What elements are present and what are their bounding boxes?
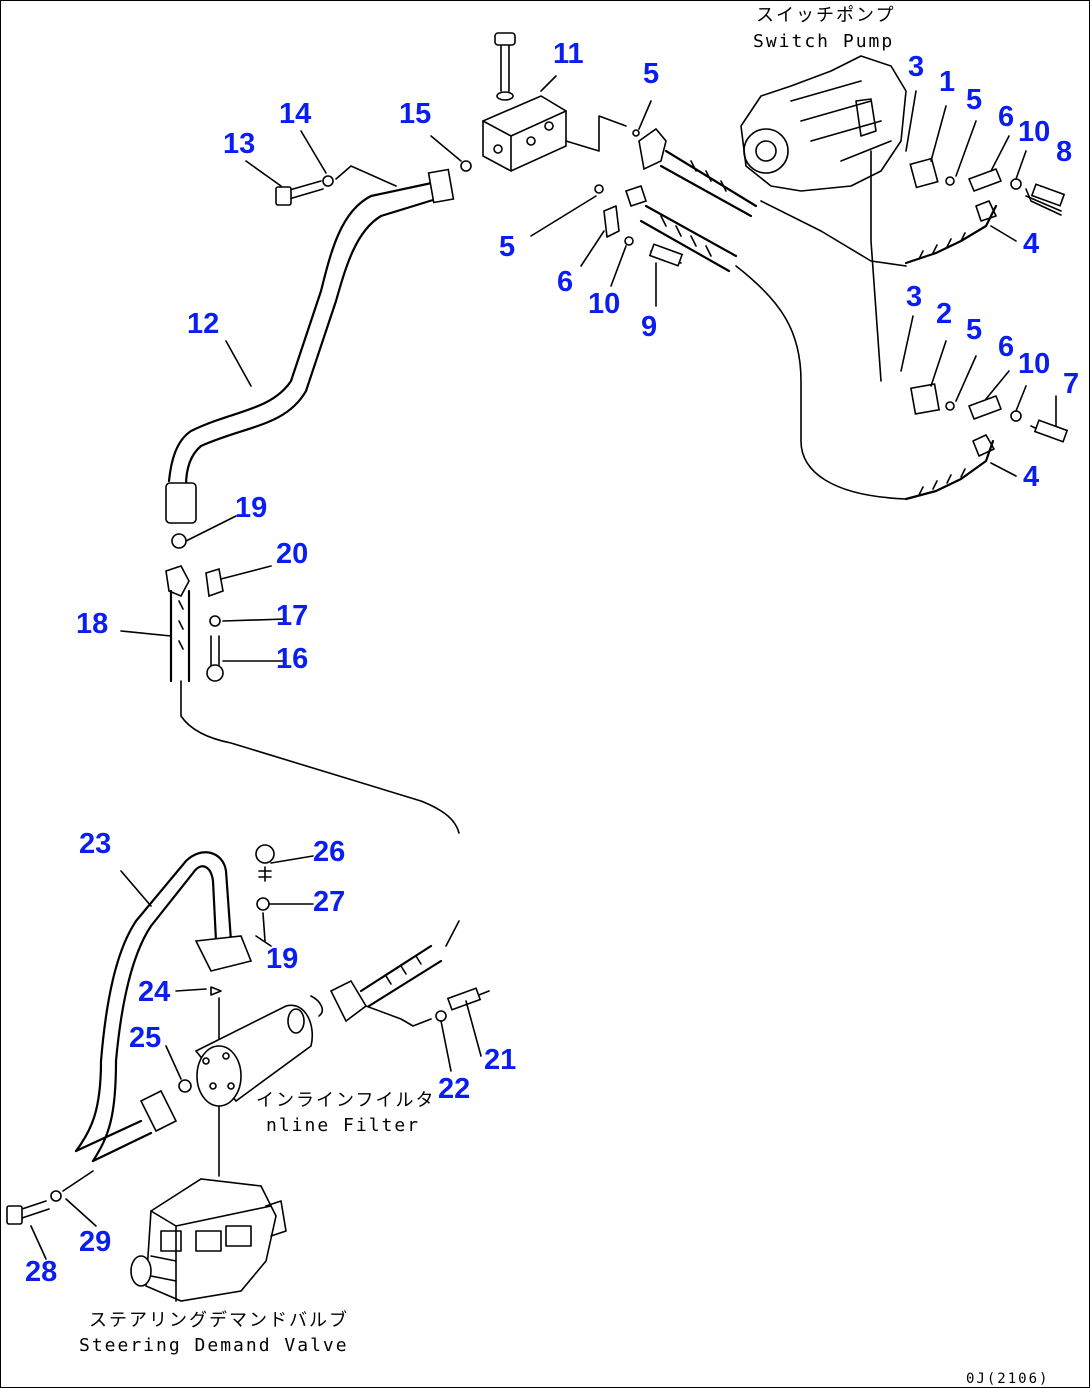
callout-12: 12 (187, 308, 219, 340)
callout-24: 24 (138, 976, 170, 1008)
callout-26: 26 (313, 836, 345, 868)
switch-pump-label-jp: スイッチポンプ (756, 5, 895, 26)
inline-filter-label-jp: インラインフイルタ (256, 1090, 435, 1111)
callout-29: 29 (79, 1226, 111, 1258)
callout-10: 10 (1018, 348, 1050, 380)
callout-22: 22 (438, 1073, 470, 1105)
callout-15: 15 (399, 98, 431, 130)
steering-valve-label-jp: ステアリングデマンドバルブ (89, 1309, 349, 1331)
bolt-7-icon (1033, 419, 1069, 443)
callout-4: 4 (1023, 461, 1039, 493)
callout-2: 2 (936, 298, 952, 330)
callout-9: 9 (641, 311, 657, 343)
callout-14: 14 (279, 98, 311, 130)
flange-2-icon (909, 383, 941, 415)
callout-6: 6 (557, 266, 573, 298)
switch-pump-drawing (740, 55, 907, 192)
steering-valve-drawing (130, 1178, 287, 1302)
callout-16: 16 (276, 643, 308, 675)
callout-19: 19 (235, 492, 267, 524)
diagram-code: 0J(2106) (966, 1371, 1049, 1387)
callout-21: 21 (484, 1044, 516, 1076)
bolt-9-icon (648, 243, 684, 267)
callout-17: 17 (276, 600, 308, 632)
callout-3: 3 (908, 51, 924, 83)
steering-valve-label-en: Steering Demand Valve (79, 1335, 349, 1356)
callout-6: 6 (998, 331, 1014, 363)
bolt-21-icon (446, 987, 482, 1011)
pipe-23-drawing (74, 851, 253, 1163)
callout-13: 13 (223, 128, 255, 160)
callout-8: 8 (1056, 136, 1072, 168)
callout-11: 11 (553, 38, 584, 70)
callout-28: 28 (25, 1256, 57, 1288)
callout-18: 18 (76, 608, 108, 640)
callout-5: 5 (966, 314, 982, 346)
inline-filter-drawing (194, 1004, 313, 1107)
callout-10: 10 (1018, 116, 1050, 148)
callout-23: 23 (79, 828, 111, 860)
callout-5: 5 (643, 58, 659, 90)
callout-27: 27 (313, 886, 345, 918)
callout-3: 3 (906, 281, 922, 313)
bolt-13-icon (275, 186, 292, 206)
callout-4: 4 (1023, 228, 1039, 260)
bolt-28-icon (6, 1205, 23, 1225)
pipe-12-drawing (165, 168, 455, 524)
inline-filter-label-en: nline Filter (266, 1115, 420, 1136)
flange-1-icon (909, 157, 939, 189)
callout-6: 6 (998, 101, 1014, 133)
callout-5: 5 (499, 231, 515, 263)
callout-10: 10 (588, 288, 620, 320)
callout-5: 5 (966, 84, 982, 116)
bolt-8-icon (1030, 183, 1066, 207)
block-11-icon (482, 95, 567, 172)
callout-19: 19 (266, 943, 298, 975)
callout-7: 7 (1063, 368, 1079, 400)
switch-pump-label-en: Switch Pump (753, 31, 894, 52)
callout-20: 20 (276, 538, 308, 570)
callout-1: 1 (939, 66, 955, 98)
callout-25: 25 (129, 1022, 161, 1054)
